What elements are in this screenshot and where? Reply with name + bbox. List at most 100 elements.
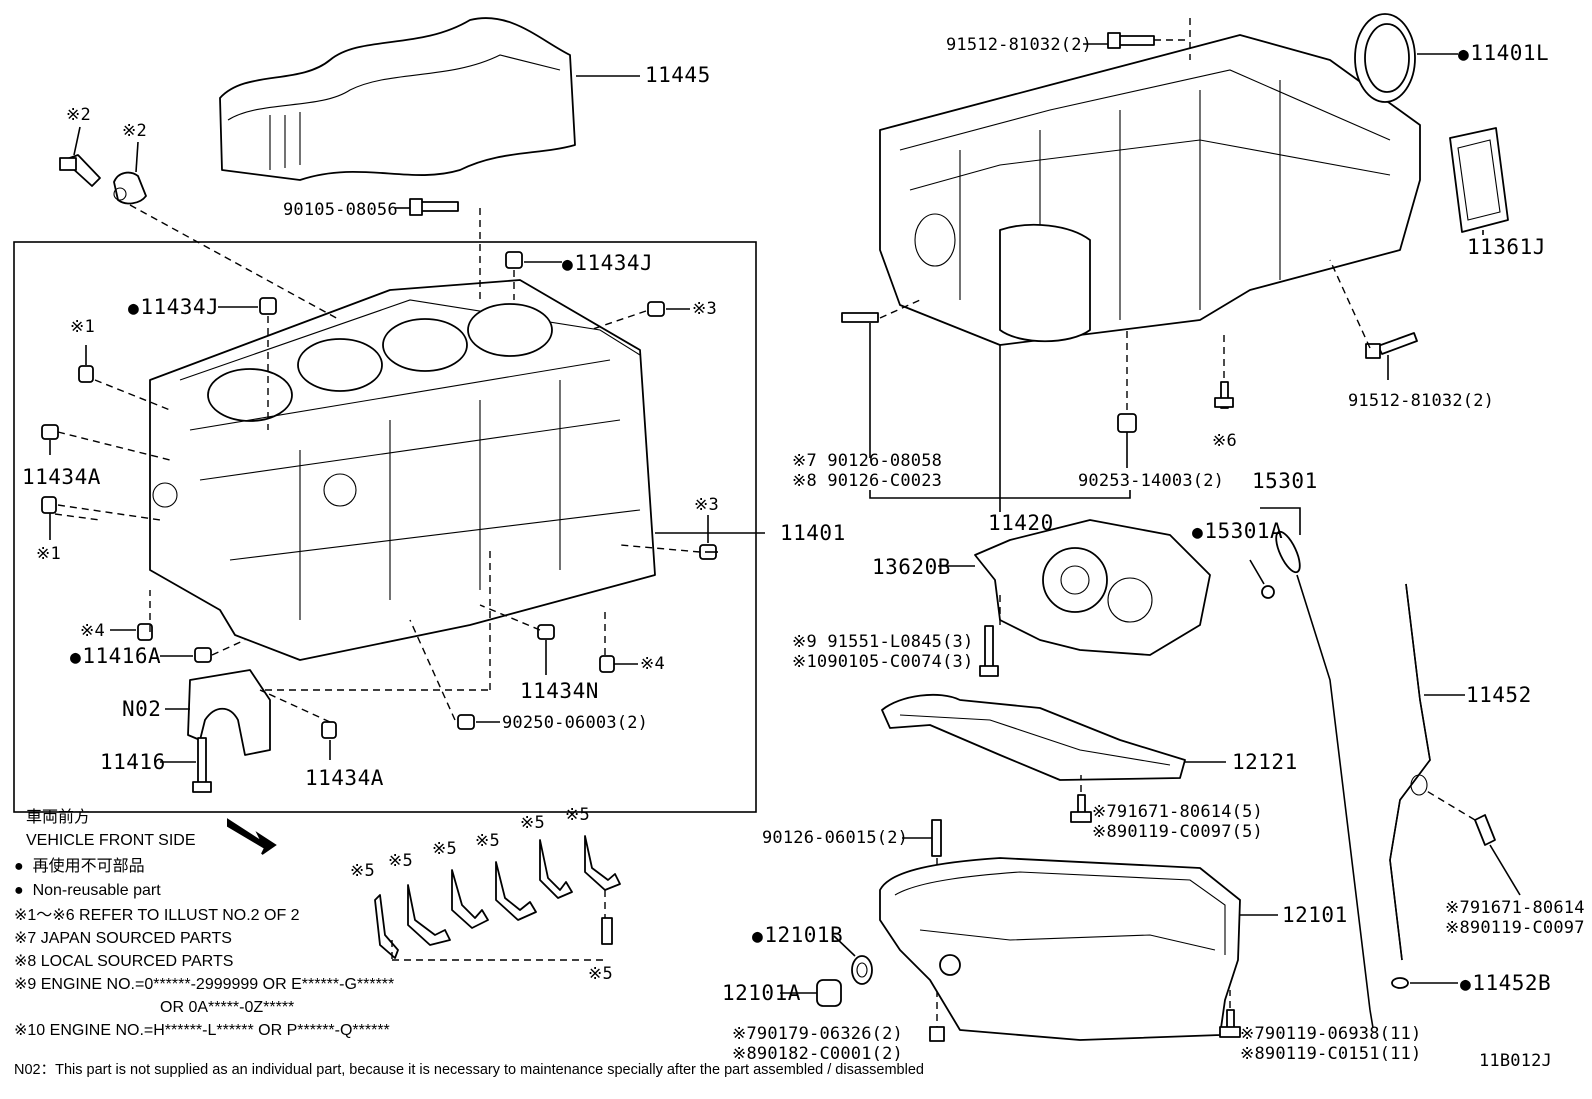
part-label-90182-C0001[interactable]: ※890182-C0001(2) (732, 1044, 903, 1064)
legend-nonreuse-jp: ● 再使用不可部品 (14, 858, 145, 875)
part-label-11401[interactable]: 11401 (780, 521, 846, 545)
part-label-11452[interactable]: 11452 (1466, 683, 1532, 707)
ref-mark-4: ※4 (80, 621, 105, 641)
part-label-11434J-top[interactable]: 11434J (562, 252, 653, 276)
legend-ref-7: ※7 JAPAN SOURCED PARTS (14, 930, 232, 947)
ref-mark-5: ※5 (350, 861, 375, 881)
part-label-15301[interactable]: 15301 (1252, 469, 1318, 493)
part-label-11401L[interactable]: 11401L (1458, 42, 1549, 66)
ref-mark-5: ※5 (432, 839, 457, 859)
bolt-91671-right (1424, 789, 1521, 896)
part-label-90105-08056[interactable]: 90105-08056 (283, 200, 398, 220)
gasket-11361J (1449, 127, 1509, 235)
part-label-11420[interactable]: 11420 (988, 511, 1054, 535)
part-label-90179-06326[interactable]: ※790179-06326(2) (732, 1024, 903, 1044)
part-label-11416A[interactable]: 11416A (70, 645, 161, 669)
legend-ref-1-6: ※1～※6 REFER TO ILLUST NO.2 OF 2 (14, 907, 300, 924)
vehicle-front-arrow-icon (227, 818, 277, 855)
dipstick-guide-11452 (1389, 583, 1465, 989)
part-label-11445[interactable]: 11445 (645, 63, 711, 87)
ref-mark-4: ※4 (640, 654, 665, 674)
legend-ref-9-cont: OR 0A*****-0Z***** (160, 999, 295, 1016)
part-label-12121[interactable]: 12121 (1232, 750, 1298, 774)
ref-mark-1: ※1 (70, 317, 95, 337)
part-label-12101[interactable]: 12101 (1282, 903, 1348, 927)
part-label-90253-14003[interactable]: 90253-14003(2) (1078, 471, 1225, 491)
part-label-N02[interactable]: N02 (122, 697, 162, 721)
part-label-11434N[interactable]: 11434N (520, 679, 599, 703)
part-label-11361J[interactable]: 11361J (1467, 235, 1546, 259)
legend-front-jp: 車両前方 (26, 809, 91, 826)
part-label-90250-06003[interactable]: 90250-06003(2) (502, 713, 649, 733)
part-label-90119-C0151[interactable]: ※890119-C0151(11) (1240, 1044, 1422, 1064)
bearing-cap-N02 (165, 669, 271, 756)
cylinder-block-11401 (149, 279, 765, 661)
ref-mark-2: ※2 (66, 105, 91, 125)
part-label-90126-06015[interactable]: 90126-06015(2) (762, 828, 909, 848)
bullet-icon: ● (14, 858, 33, 875)
part-label-90126-08058[interactable]: ※7 90126-08058 (792, 451, 943, 471)
leader-lines-block (49, 204, 718, 760)
footnote-N02: N02：This part is not supplied as an indi… (14, 1062, 924, 1078)
legend-ref-10: ※10 ENGINE NO.=H******-L****** OR P*****… (14, 1022, 390, 1039)
part-label-90119-C0097[interactable]: ※890119-C0097 (1445, 918, 1585, 938)
bolt-90119-06938 (1219, 990, 1241, 1038)
baffle-plate-12121 (881, 693, 1226, 781)
part-label-91512-right[interactable]: 91512-81032(2) (1348, 391, 1495, 411)
part-label-15301A[interactable]: 15301A (1192, 520, 1283, 544)
part-label-13620B[interactable]: 13620B (872, 555, 951, 579)
legend-ref-8: ※8 LOCAL SOURCED PARTS (14, 953, 234, 970)
oil-pan-upper-11420 (879, 34, 1421, 512)
part-label-90119-06938[interactable]: ※790119-06938(11) (1240, 1024, 1422, 1044)
bolt-91671-5 (1070, 775, 1092, 823)
bolt-91551 (979, 625, 999, 677)
bolt-91512-right (1329, 259, 1418, 380)
bolt-11416 (160, 737, 212, 793)
part-label-11434J-left[interactable]: 11434J (128, 296, 219, 320)
oil-seal-11401L (1354, 13, 1458, 103)
part-label-11416[interactable]: 11416 (100, 750, 166, 774)
part-label-12101A[interactable]: 12101A (722, 981, 801, 1005)
oil-pump-13620B (938, 519, 1211, 656)
legend-front-en: VEHICLE FRONT SIDE (26, 832, 196, 849)
part-label-91671-80614-5[interactable]: ※791671-80614(5) (1092, 802, 1263, 822)
bolt-91512-top (1083, 18, 1191, 60)
part-label-91551-L0845[interactable]: ※9 91551-L0845(3) (792, 632, 974, 652)
insulator-11445 (219, 17, 640, 181)
part-label-90119-C0097-5[interactable]: ※890119-C0097(5) (1092, 822, 1263, 842)
legend-nonreuse-en: ● Non-reusable part (14, 882, 161, 899)
bolt-90105-08056 (395, 198, 459, 216)
ref-mark-5: ※5 (588, 964, 613, 984)
ref-mark-5: ※5 (565, 805, 590, 825)
part-label-11434A-bottom[interactable]: 11434A (305, 766, 384, 790)
ref-mark-2: ※2 (122, 121, 147, 141)
ref-mark-5: ※5 (475, 831, 500, 851)
illustration-code: 11B012J (1478, 1051, 1552, 1071)
part-label-11434A-left[interactable]: 11434A (22, 465, 101, 489)
bolt-and-fitting-ref2 (59, 126, 147, 205)
dowel-pins (41, 251, 717, 739)
drain-gasket-12101B (833, 935, 873, 985)
legend-ref-9: ※9 ENGINE NO.=0******-2999999 OR E******… (14, 976, 395, 993)
ref-mark-1: ※1 (36, 544, 61, 564)
part-label-12101B[interactable]: 12101B (752, 924, 843, 948)
bolt-ref6 (1214, 330, 1234, 409)
wire-brackets-ref5 (374, 835, 621, 961)
ref-mark-5: ※5 (520, 813, 545, 833)
drain-plug-12101A (780, 979, 842, 1007)
part-label-90105-C0074[interactable]: ※1090105-C0074(3) (792, 652, 974, 672)
part-label-91512-top[interactable]: 91512-81032(2) (946, 35, 1093, 55)
ref-mark-6: ※6 (1212, 431, 1237, 451)
part-label-90126-C0023[interactable]: ※8 90126-C0023 (792, 471, 943, 491)
ref-mark-5: ※5 (388, 851, 413, 871)
cylinder-block-frame (13, 241, 757, 813)
bullet-icon: ● (14, 882, 33, 899)
plug-90253 (1117, 330, 1137, 468)
part-label-91671-80614[interactable]: ※791671-80614 (1445, 898, 1585, 918)
ref-mark-3: ※3 (694, 495, 719, 515)
ref-mark-3: ※3 (692, 299, 717, 319)
part-label-11452B[interactable]: 11452B (1460, 972, 1551, 996)
oil-pan-12101 (879, 857, 1278, 1041)
bolt-90179 (929, 1026, 945, 1042)
